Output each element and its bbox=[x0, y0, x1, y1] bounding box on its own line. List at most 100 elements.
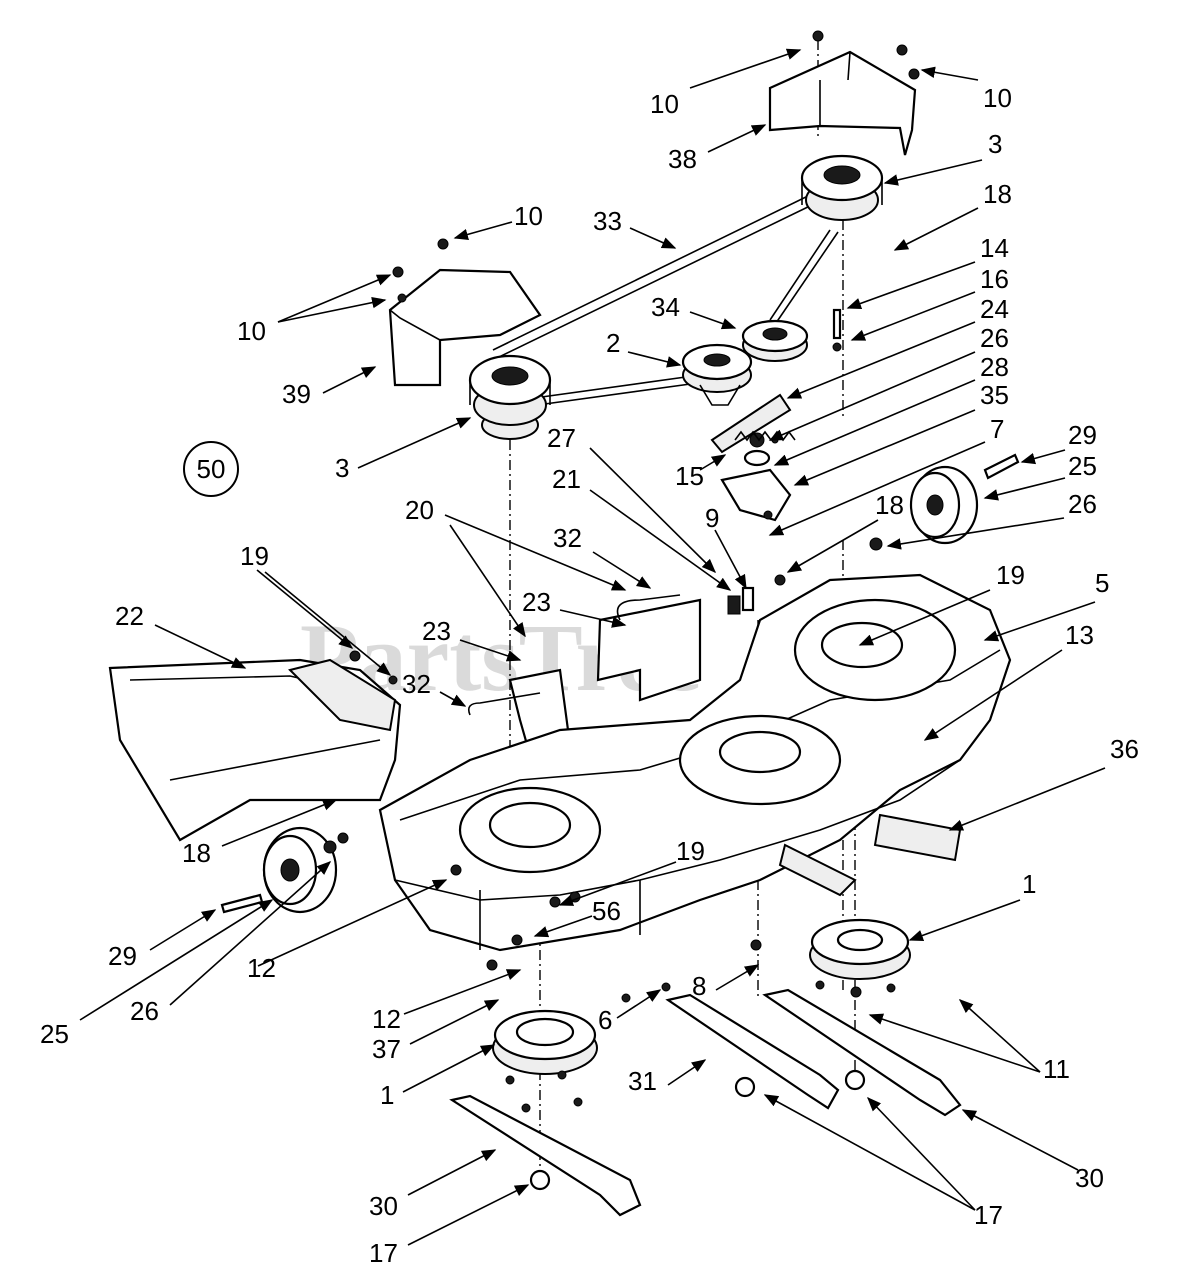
callout-label: 32 bbox=[553, 523, 582, 553]
spindle-housing-left bbox=[492, 1009, 598, 1075]
leader-arrow bbox=[689, 48, 802, 89]
leader-arrow bbox=[786, 321, 976, 399]
spindle-pulley-left bbox=[468, 354, 552, 440]
callout-labels: 10 10 38 3 10 33 18 10 14 16 34 24 2 26 … bbox=[40, 83, 1139, 1268]
callout-label: 12 bbox=[372, 1004, 401, 1034]
leader-arrow bbox=[689, 311, 737, 330]
callout-label: 22 bbox=[115, 601, 144, 631]
hardware-bolts bbox=[337, 510, 896, 1113]
leader-arrow bbox=[627, 351, 682, 368]
leader-arrow bbox=[169, 861, 332, 1006]
callout-label: 23 bbox=[522, 587, 551, 617]
callout-label: 11 bbox=[1043, 1054, 1070, 1084]
callout-label: 39 bbox=[282, 379, 311, 409]
leader-arrow bbox=[439, 691, 467, 707]
callout-label: 18 bbox=[182, 838, 211, 868]
callout-label: 9 bbox=[705, 503, 719, 533]
callout-label: 10 bbox=[650, 89, 679, 119]
leader-arrow bbox=[763, 1094, 976, 1211]
leader-arrow bbox=[948, 767, 1106, 831]
callout-label: 14 bbox=[980, 233, 1009, 263]
leader-arrow bbox=[322, 366, 377, 394]
leader-arrow bbox=[886, 517, 1065, 550]
leader-arrow bbox=[768, 351, 976, 441]
leader-arrow bbox=[589, 447, 717, 574]
leader-arrow bbox=[79, 899, 274, 1021]
leader-arrow bbox=[699, 454, 727, 471]
leader-arrow bbox=[357, 417, 472, 469]
idler-pulley-center bbox=[681, 343, 753, 406]
leader-arrow bbox=[449, 524, 526, 638]
belt-cover-left bbox=[388, 268, 542, 387]
callout-label: 1 bbox=[380, 1080, 394, 1110]
leader-arrow bbox=[453, 221, 513, 241]
callout-label: 29 bbox=[1068, 420, 1097, 450]
callout-label: 3 bbox=[335, 453, 349, 483]
leader-arrow bbox=[402, 1044, 496, 1093]
callout-label: 18 bbox=[875, 490, 904, 520]
leader-arrow bbox=[868, 1013, 1041, 1073]
leader-arrow bbox=[867, 1096, 976, 1211]
leader-arrow bbox=[629, 227, 677, 249]
leader-arrow bbox=[256, 569, 354, 649]
callout-label: 10 bbox=[514, 201, 543, 231]
screw-icon bbox=[896, 44, 908, 56]
blade-right bbox=[762, 988, 962, 1117]
idler-pulley bbox=[741, 319, 809, 362]
leader-arrow bbox=[221, 799, 338, 847]
callout-label: 3 bbox=[988, 129, 1002, 159]
callout-label: 23 bbox=[422, 616, 451, 646]
callout-label: 18 bbox=[983, 179, 1012, 209]
discharge-chute bbox=[108, 658, 402, 842]
callout-label: 16 bbox=[980, 264, 1009, 294]
callout-label: 21 bbox=[552, 464, 581, 494]
callout-label: 26 bbox=[1068, 489, 1097, 519]
screw-icon bbox=[437, 238, 449, 250]
callout-label: 1 bbox=[1022, 869, 1036, 899]
leader-arrow bbox=[958, 999, 1041, 1073]
blade-center bbox=[665, 993, 840, 1110]
callout-label: 33 bbox=[593, 206, 622, 236]
callout-label: 27 bbox=[547, 423, 576, 453]
callout-label: 13 bbox=[1065, 620, 1094, 650]
callout-label: 56 bbox=[592, 896, 621, 926]
leader-arrow bbox=[983, 477, 1066, 501]
spindle-housing-right bbox=[809, 918, 911, 980]
leader-arrow bbox=[908, 899, 1021, 941]
callout-label: 19 bbox=[676, 836, 705, 866]
callout-label: 30 bbox=[369, 1191, 398, 1221]
callout-label: 30 bbox=[1075, 1163, 1104, 1193]
leader-arrow bbox=[257, 879, 448, 967]
callout-label: 24 bbox=[980, 294, 1009, 324]
leader-arrow bbox=[858, 589, 991, 646]
callout-label: 20 bbox=[405, 495, 434, 525]
callout-label: 38 bbox=[668, 144, 697, 174]
callout-label: 10 bbox=[983, 83, 1012, 113]
gauge-wheel-left bbox=[220, 826, 338, 914]
callout-label: 19 bbox=[996, 560, 1025, 590]
leader-arrow bbox=[592, 551, 652, 589]
callout-label: 37 bbox=[372, 1034, 401, 1064]
leader-arrow bbox=[403, 969, 522, 1015]
callout-label: 25 bbox=[40, 1019, 69, 1049]
callout-label: 15 bbox=[675, 461, 704, 491]
blade-nut-icon bbox=[529, 1169, 551, 1191]
figure-number-badge: 50 bbox=[183, 441, 239, 497]
callout-label: 12 bbox=[247, 953, 276, 983]
callout-label: 31 bbox=[628, 1066, 657, 1096]
leader-arrow bbox=[1020, 449, 1066, 465]
callout-label: 28 bbox=[980, 352, 1009, 382]
tension-spring bbox=[734, 430, 796, 442]
blade-left bbox=[449, 1094, 642, 1217]
callout-label: 29 bbox=[108, 941, 137, 971]
callout-label: 34 bbox=[651, 292, 680, 322]
blade-nut-icon bbox=[844, 1069, 866, 1091]
callout-label: 26 bbox=[130, 996, 159, 1026]
leader-arrow bbox=[768, 441, 986, 536]
leader-arrow bbox=[667, 1059, 707, 1086]
leader-arrow bbox=[616, 989, 662, 1019]
callout-label: 25 bbox=[1068, 451, 1097, 481]
callout-label: 26 bbox=[980, 323, 1009, 353]
leader-arrow bbox=[850, 291, 976, 341]
